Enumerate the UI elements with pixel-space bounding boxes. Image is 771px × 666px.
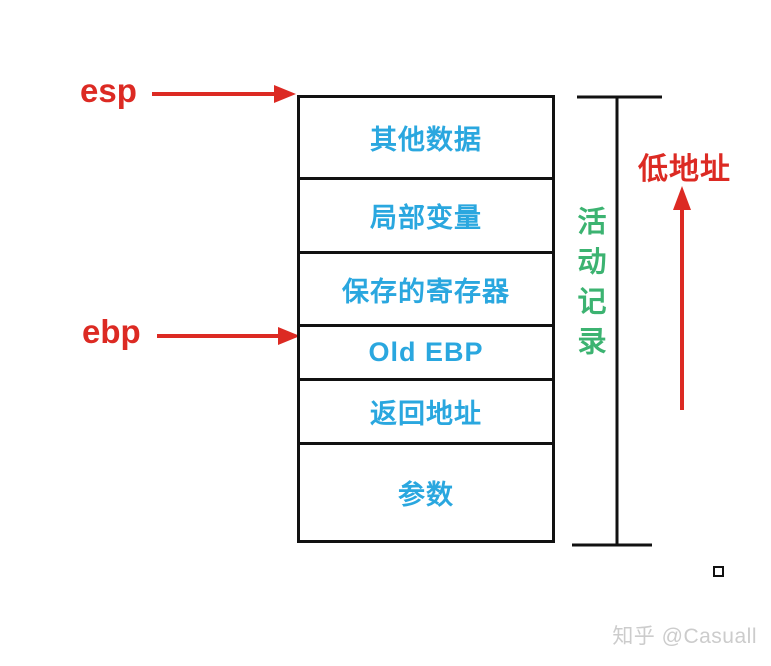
esp-arrow	[152, 85, 296, 103]
stack-cell-other-data: 其他数据	[300, 98, 552, 180]
stack-cell-local-variables: 局部变量	[300, 180, 552, 254]
stack-cell-local-variables-label: 局部变量	[370, 203, 482, 233]
small-square-mark	[713, 566, 724, 577]
esp-label: esp	[80, 72, 137, 109]
stack-cell-saved-registers-label: 保存的寄存器	[342, 276, 510, 307]
stack-cell-other-data-label: 其他数据	[370, 125, 482, 155]
stack-cell-return-address: 返回地址	[300, 381, 552, 445]
watermark: 知乎 @Casuall	[612, 625, 757, 648]
stack-cell-old-ebp: Old EBP	[300, 327, 552, 381]
low-address-arrow	[673, 186, 691, 410]
stack-cell-parameters: 参数	[300, 445, 552, 540]
ebp-arrow	[157, 327, 300, 345]
low-address-label: 低地址	[638, 153, 731, 186]
activation-record-label: 活动记录	[573, 206, 605, 366]
stack-cell-saved-registers: 保存的寄存器	[300, 254, 552, 327]
ebp-label: ebp	[82, 313, 141, 350]
stack-cell-return-address-label: 返回地址	[370, 399, 482, 429]
stack-cell-parameters-label: 参数	[398, 480, 454, 510]
stack-frame-box: 其他数据 局部变量 保存的寄存器 Old EBP 返回地址 参数	[297, 95, 555, 543]
stack-cell-old-ebp-label: Old EBP	[368, 337, 484, 367]
